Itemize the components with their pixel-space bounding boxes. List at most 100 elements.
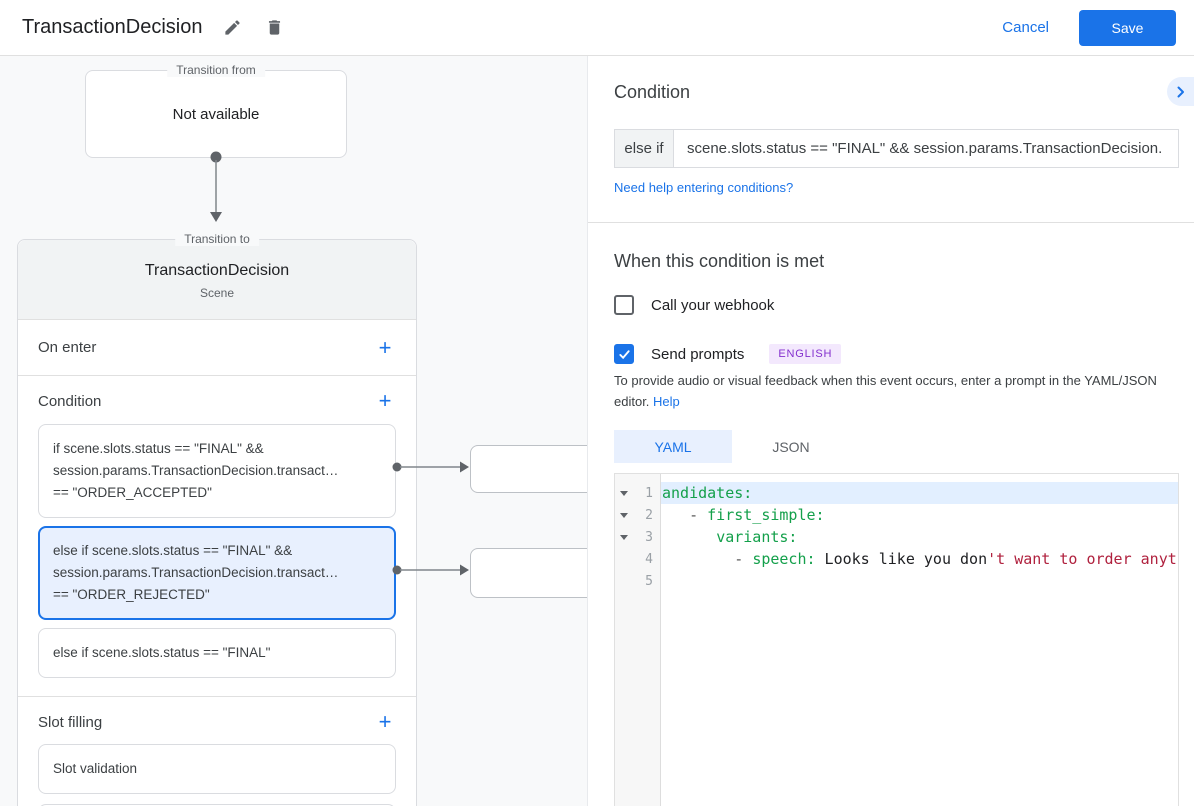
trash-icon <box>268 20 280 35</box>
scene-graph-canvas: Transition from Not available Transition… <box>0 56 587 806</box>
fold-toggle-icon[interactable] <box>619 534 628 540</box>
code-token: Looks like you don <box>815 550 988 568</box>
help-link[interactable]: Help <box>653 394 680 409</box>
collapse-panel-button[interactable] <box>1167 77 1194 106</box>
pencil-icon <box>225 20 240 35</box>
transition-target-box-1[interactable] <box>470 445 587 493</box>
code-token <box>662 506 689 524</box>
save-button[interactable]: Save <box>1079 9 1176 46</box>
code-token: 't want to order anyt <box>987 550 1177 568</box>
gutter-row: 4 <box>615 548 660 570</box>
transition-from-box: Transition from Not available <box>85 63 347 158</box>
condition-line: if scene.slots.status == "FINAL" && <box>53 441 264 456</box>
condition-card-selected[interactable]: else if scene.slots.status == "FINAL" &&… <box>38 526 396 620</box>
condition-card[interactable]: if scene.slots.status == "FINAL" && sessi… <box>38 424 396 518</box>
prompt-description-text: To provide audio or visual feedback when… <box>614 373 1157 409</box>
call-webhook-label: Call your webhook <box>651 296 775 314</box>
app-header: TransactionDecision Cancel Save <box>0 0 1194 56</box>
editor-tabs: YAML JSON <box>614 430 850 463</box>
edit-scene-button[interactable] <box>220 16 244 40</box>
condition-expression-row: else if <box>614 129 1179 168</box>
scene-type-label: Scene <box>199 286 235 300</box>
add-condition-button[interactable]: + <box>374 390 396 412</box>
code-line[interactable]: variants: <box>661 526 1178 548</box>
condition-card-list: if scene.slots.status == "FINAL" && sessi… <box>18 424 416 678</box>
fold-toggle-icon[interactable] <box>619 490 628 496</box>
tab-yaml[interactable]: YAML <box>614 430 732 463</box>
tab-json[interactable]: JSON <box>772 438 810 455</box>
call-webhook-row: Call your webhook <box>614 295 774 315</box>
code-token: variants: <box>716 528 798 546</box>
gutter-row: 2 <box>615 504 660 526</box>
code-line[interactable]: andidates: <box>661 482 1178 504</box>
scene-card-header[interactable]: TransactionDecision Scene <box>18 240 416 320</box>
code-token: - <box>734 550 753 568</box>
condition-heading: Condition <box>614 82 691 102</box>
content-area: Transition from Not available Transition… <box>0 56 1194 806</box>
scene-name: TransactionDecision <box>144 262 290 279</box>
condition-detail-panel: Condition else if Need help entering con… <box>587 56 1194 806</box>
on-enter-label: On enter <box>38 339 97 356</box>
line-number: 3 <box>645 529 653 545</box>
condition-line: session.params.TransactionDecision.trans… <box>53 565 339 580</box>
condition-card[interactable]: else if scene.slots.status == "FINAL" <box>38 628 396 678</box>
panel-divider <box>588 222 1194 223</box>
condition-section-label: Condition <box>38 392 102 410</box>
call-webhook-checkbox[interactable] <box>614 295 634 315</box>
scene-card: Transition to TransactionDecision Scene … <box>17 232 417 806</box>
condition-expression-input[interactable] <box>673 129 1179 168</box>
language-badge: ENGLISH <box>769 344 842 364</box>
code-line[interactable]: - speech: Looks like you don't want to o… <box>661 548 1178 570</box>
add-on-enter-button[interactable]: + <box>374 336 396 359</box>
transition-from-value: Not available <box>172 105 260 123</box>
page-title: TransactionDecision <box>22 16 203 38</box>
transition-to-legend: Transition to <box>175 232 259 246</box>
editor-gutter: 1 2 3 4 5 <box>615 474 661 806</box>
code-token <box>662 550 734 568</box>
fold-toggle-icon[interactable] <box>619 512 628 518</box>
code-token: first_simple: <box>707 506 825 524</box>
code-token: speech: <box>752 550 816 568</box>
slot-filling-section-head: Slot filling + <box>18 707 416 737</box>
condition-section-head: Condition + <box>18 376 416 416</box>
when-condition-heading: When this condition is met <box>614 251 825 271</box>
gutter-row: 5 <box>615 570 660 592</box>
slot-filling-section: Slot filling + Slot validation <box>18 697 416 806</box>
condition-line: == "ORDER_REJECTED" <box>53 587 210 602</box>
line-number: 4 <box>645 551 653 567</box>
on-enter-section: On enter + <box>18 320 416 376</box>
chevron-right-icon <box>1177 86 1184 97</box>
gutter-row: 1 <box>615 482 660 504</box>
transition-from-legend: Transition from <box>167 63 265 77</box>
delete-scene-button[interactable] <box>262 16 286 40</box>
code-token <box>662 528 716 546</box>
condition-line: else if scene.slots.status == "FINAL" <box>53 645 271 660</box>
code-token: - <box>689 506 708 524</box>
condition-line: == "ORDER_ACCEPTED" <box>53 485 212 500</box>
header-actions: Cancel Save <box>1002 9 1176 46</box>
condition-operator-label: else if <box>614 129 673 168</box>
gutter-row: 3 <box>615 526 660 548</box>
yaml-code-editor: 1 2 3 4 5 andidates: - first_simple: variant… <box>614 473 1179 806</box>
line-number: 5 <box>645 573 653 589</box>
line-number: 2 <box>645 507 653 523</box>
code-line[interactable]: - first_simple: <box>661 504 1178 526</box>
code-token: andidates: <box>662 484 753 502</box>
condition-line: session.params.TransactionDecision.trans… <box>53 463 339 478</box>
send-prompts-label: Send prompts <box>651 345 745 363</box>
slot-validation-card[interactable]: Slot validation <box>38 744 396 794</box>
code-line[interactable] <box>661 570 1178 592</box>
prompt-description: To provide audio or visual feedback when… <box>614 370 1179 412</box>
send-prompts-row: Send prompts ENGLISH <box>614 344 842 364</box>
editor-code-area[interactable]: andidates: - first_simple: variants: - s… <box>661 474 1178 806</box>
arrowhead-right-icon <box>460 461 469 473</box>
cancel-button[interactable]: Cancel <box>1002 19 1049 36</box>
add-slot-button[interactable]: + <box>374 711 396 733</box>
transition-target-box-2[interactable] <box>470 548 587 598</box>
line-number: 1 <box>645 485 653 501</box>
fold-column <box>615 534 632 540</box>
condition-help-link[interactable]: Need help entering conditions? <box>614 180 794 195</box>
slot-filling-label: Slot filling <box>38 713 103 731</box>
condition-section: Condition + if scene.slots.status == "FI… <box>18 376 416 697</box>
send-prompts-checkbox[interactable] <box>614 344 634 364</box>
